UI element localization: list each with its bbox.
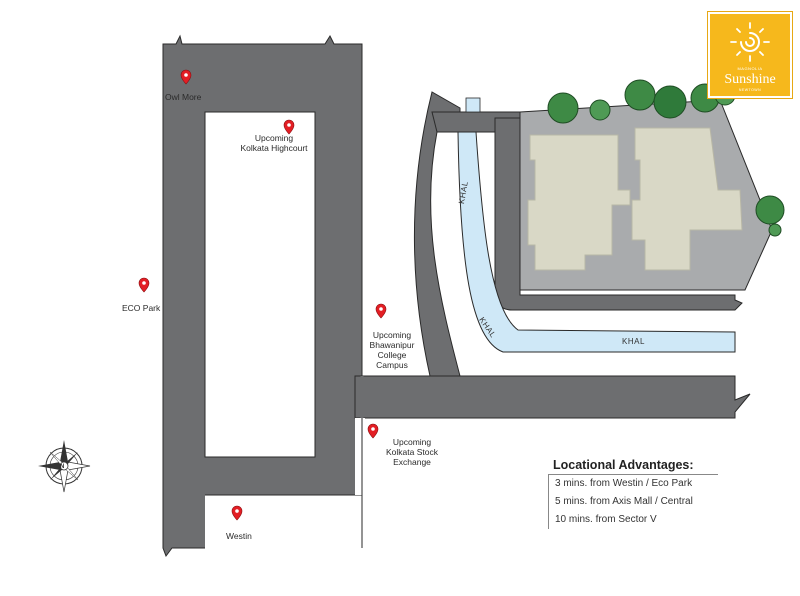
- tree: [547, 92, 579, 124]
- advantage-item: 5 mins. from Axis Mall / Central: [555, 496, 693, 507]
- tree: [624, 79, 656, 111]
- advantage-item: 3 mins. from Westin / Eco Park: [555, 478, 693, 489]
- tree: [768, 223, 782, 237]
- pin-stock-exchange: [367, 423, 379, 439]
- project-site: [519, 99, 773, 291]
- tree: [589, 99, 611, 121]
- compass-north-label: N: [60, 464, 65, 470]
- location-pins: [138, 69, 387, 521]
- canal-khal: [457, 131, 736, 353]
- advantages-title: Locational Advantages:: [553, 458, 694, 472]
- advantages-list: 3 mins. from Westin / Eco Park 5 mins. f…: [548, 475, 728, 529]
- locational-advantages: Locational Advantages: 3 mins. from West…: [548, 458, 728, 529]
- tree: [755, 195, 785, 225]
- pin-bhawanipur: [375, 303, 387, 319]
- label-stock-exchange: Upcoming Kolkata Stock Exchange: [386, 437, 438, 467]
- label-kolkata-highcourt: Upcoming Kolkata Highcourt: [240, 133, 308, 153]
- sun-icon: [730, 22, 770, 62]
- label-eco-park: ECO Park: [122, 303, 161, 313]
- horizontal-road: [354, 375, 751, 419]
- curved-road: [413, 91, 461, 377]
- canal: [457, 97, 736, 353]
- trees: [547, 79, 785, 237]
- pin-westin: [231, 505, 243, 521]
- pin-eco-park: [138, 277, 150, 293]
- brand-logo: MAGNOLIA Sunshine NEWTOWN: [708, 12, 792, 98]
- logo-bottom-text: NEWTOWN: [738, 88, 762, 92]
- label-owl-more: Owl More: [165, 92, 202, 102]
- label-bhawanipur: Upcoming Bhawanipur College Campus: [369, 330, 415, 370]
- building-b: [631, 127, 743, 271]
- road-network: [162, 34, 751, 558]
- logo-brand-name: Sunshine: [724, 72, 776, 87]
- city-block: [204, 111, 316, 458]
- building-a: [527, 134, 631, 271]
- pin-owl-more: [180, 69, 192, 85]
- khal-label: KHAL: [622, 337, 645, 346]
- pin-kolkata-highcourt: [283, 119, 295, 135]
- tree: [653, 85, 687, 119]
- advantage-item: 10 mins. from Sector V: [555, 514, 657, 525]
- logo-top-text: MAGNOLIA: [737, 66, 763, 71]
- compass-rose: [38, 440, 91, 493]
- label-westin: Westin: [226, 531, 252, 541]
